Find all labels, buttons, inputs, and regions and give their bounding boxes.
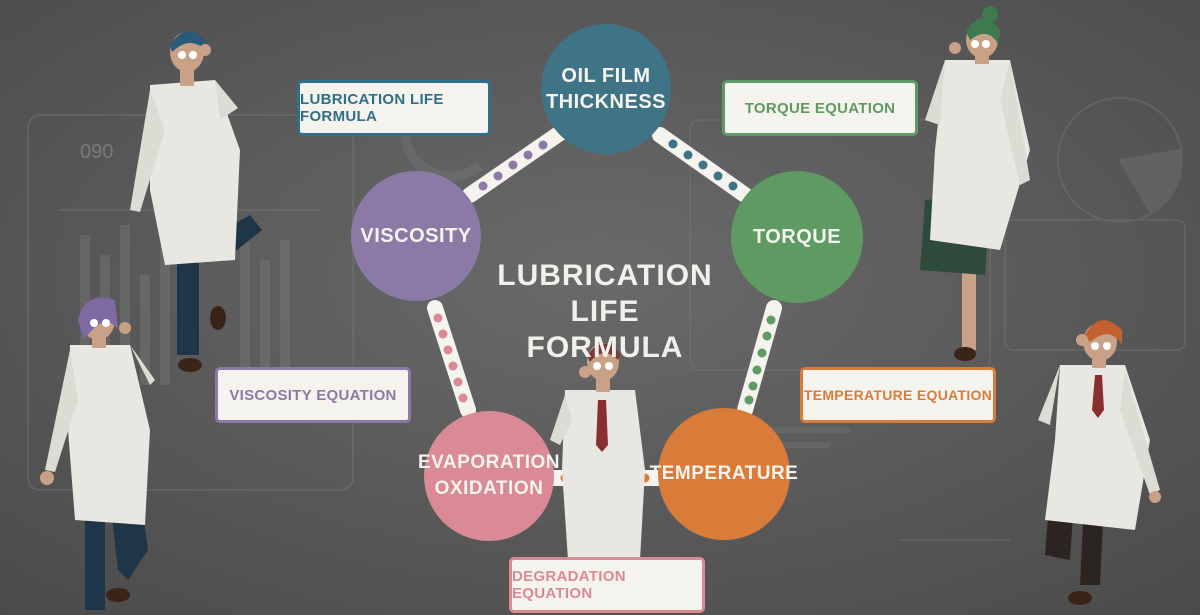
scientist-figure-bottom-left: [40, 297, 155, 610]
node-oil-film-line2: THICKNESS: [545, 91, 667, 113]
node-oil-film-thickness: OIL FILM THICKNESS: [541, 24, 671, 154]
label-viscosity-equation: VISCOSITY EQUATION: [215, 367, 411, 423]
label-degradation-equation: DEGRADATION EQUATION: [509, 557, 705, 613]
scientist-figure-bottom-right: [1038, 320, 1161, 605]
node-evaporation-line2: OXIDATION: [434, 478, 544, 499]
label-lubrication-life-formula: LUBRICATION LIFE FORMULA: [297, 80, 491, 136]
node-viscosity-label: VISCOSITY: [360, 225, 472, 247]
node-evaporation-line1: EVAPORATION: [417, 452, 561, 473]
center-title-line2: FORMULA: [526, 331, 684, 364]
label-temperature-equation: TEMPERATURE EQUATION: [800, 367, 996, 423]
node-viscosity: VISCOSITY: [351, 171, 481, 301]
scientist-figure-top-left: [130, 31, 262, 372]
node-temperature: TEMPERATURE: [650, 408, 798, 540]
label-viscosity-equation-text: VISCOSITY EQUATION: [229, 386, 397, 404]
node-torque-label: TORQUE: [752, 226, 842, 248]
center-title: LUBRICATION LIFE FORMULA: [480, 258, 730, 366]
label-lubrication-life-formula-text: LUBRICATION LIFE FORMULA: [300, 91, 444, 125]
label-torque-equation-text: TORQUE EQUATION: [744, 99, 896, 117]
background-gauge-number: 090: [80, 141, 113, 163]
center-title-line1: LUBRICATION LIFE: [497, 259, 713, 328]
node-oil-film-line1: OIL FILM: [561, 65, 651, 87]
label-degradation-equation-text: DEGRADATION EQUATION: [512, 568, 626, 602]
node-temperature-label: TEMPERATURE: [649, 463, 799, 484]
label-torque-equation: TORQUE EQUATION: [722, 80, 918, 136]
node-torque: TORQUE: [731, 171, 863, 303]
node-evaporation-oxidation: EVAPORATION OXIDATION: [418, 411, 560, 541]
scientist-figure-top-right: [920, 6, 1030, 361]
scientist-figure-center: [550, 343, 645, 560]
label-temperature-equation-text: TEMPERATURE EQUATION: [803, 387, 993, 403]
